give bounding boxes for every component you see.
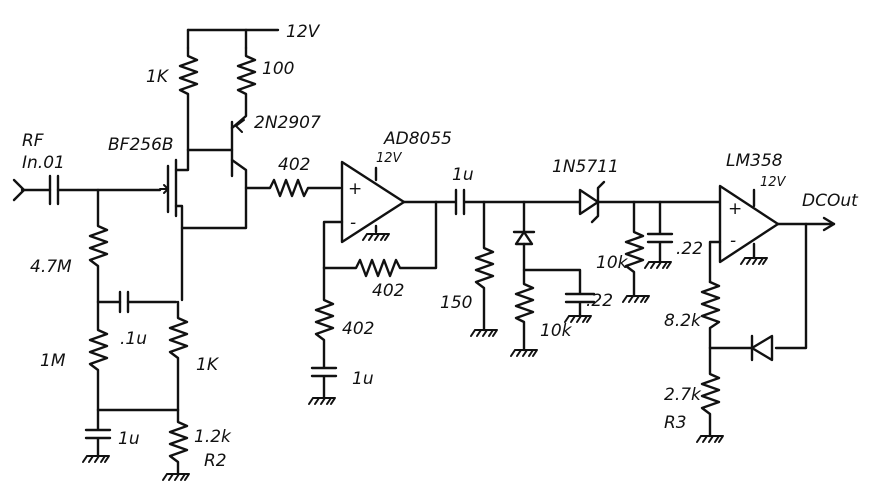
opamp-lm358-label: LM358 <box>726 151 783 171</box>
feedback-network <box>700 280 774 362</box>
rf-input <box>12 174 162 206</box>
dc-out-label: DCOut <box>802 191 859 211</box>
supply-rail-12v <box>186 28 280 50</box>
resistor-1m <box>88 300 109 412</box>
resistor-100-label: 100 <box>262 59 294 79</box>
capacitor-01u-label: .1u <box>120 329 147 349</box>
capacitor-1u-coupling-label: 1u <box>452 165 474 185</box>
resistor-1m-label: 1M <box>40 351 66 371</box>
r3-label: R3 <box>664 413 687 433</box>
supply-12v-label: 12V <box>286 22 321 42</box>
lm358-plus: + <box>728 199 742 219</box>
opamp-lm358-12v: 12V <box>760 175 787 190</box>
capacitor-1u-coupling <box>434 188 582 216</box>
resistor-1k-source-label: 1K <box>196 355 220 375</box>
resistor-150 <box>470 200 498 337</box>
resistor-402-series-label: 402 <box>278 155 310 175</box>
transistor-2n2907-label: 2N2907 <box>254 113 321 133</box>
capacitor-22-detector-label: .22 <box>676 239 703 259</box>
capacitor-22-bias-label: .22 <box>586 291 613 311</box>
resistor-1k-top-label: 1K <box>146 67 170 87</box>
bias-network-bottom <box>82 408 190 481</box>
input-cap-label: In.01 <box>22 153 65 173</box>
diode-1n5711-label: 1N5711 <box>552 157 619 177</box>
resistor-2-7k <box>696 346 724 443</box>
transistor-bf256b <box>159 148 190 302</box>
capacitor-01u <box>96 290 178 314</box>
r2-label: R2 <box>204 451 227 471</box>
opamp-ad8055-12v: 12V <box>376 151 403 166</box>
ad8055-plus: + <box>348 179 362 199</box>
resistor-1-2k-label: 1.2k <box>194 427 232 447</box>
resistor-8-2k-label: 8.2k <box>664 311 702 331</box>
transistor-2n2907 <box>180 119 248 230</box>
capacitor-1u-opamp-label: 1u <box>352 369 374 389</box>
transistor-bf256b-label: BF256B <box>108 135 174 155</box>
resistor-402-feedback <box>322 200 438 278</box>
resistor-10k-detector-label: 10k <box>596 253 629 273</box>
detector-load <box>622 200 674 303</box>
resistor-100 <box>230 46 257 130</box>
ad8055-minus: - <box>350 213 356 233</box>
resistor-2-7k-label: 2.7k <box>664 385 702 405</box>
capacitor-1u-bottom-label: 1u <box>118 429 140 449</box>
resistor-402-ground-label: 402 <box>342 319 374 339</box>
resistor-10k-bias-label: 10k <box>540 321 573 341</box>
resistor-4-7m-label: 4.7M <box>30 257 72 277</box>
opamp-ad8055-label: AD8055 <box>383 129 452 149</box>
resistor-1k-source <box>168 300 189 412</box>
rf-label: RF <box>22 131 44 151</box>
resistor-402-series <box>244 178 342 198</box>
resistor-402-feedback-label: 402 <box>372 281 404 301</box>
opamp-lm358 <box>708 184 836 350</box>
opamp-ad8055 <box>322 160 438 270</box>
bias-diode-network <box>510 200 596 357</box>
resistor-150-label: 150 <box>440 293 472 313</box>
diode-1n5711 <box>578 180 722 224</box>
resistor-4-7m <box>88 188 109 304</box>
resistor-1k-top <box>178 46 199 152</box>
resistor-402-ground <box>308 266 338 405</box>
lm358-minus: - <box>730 231 736 251</box>
